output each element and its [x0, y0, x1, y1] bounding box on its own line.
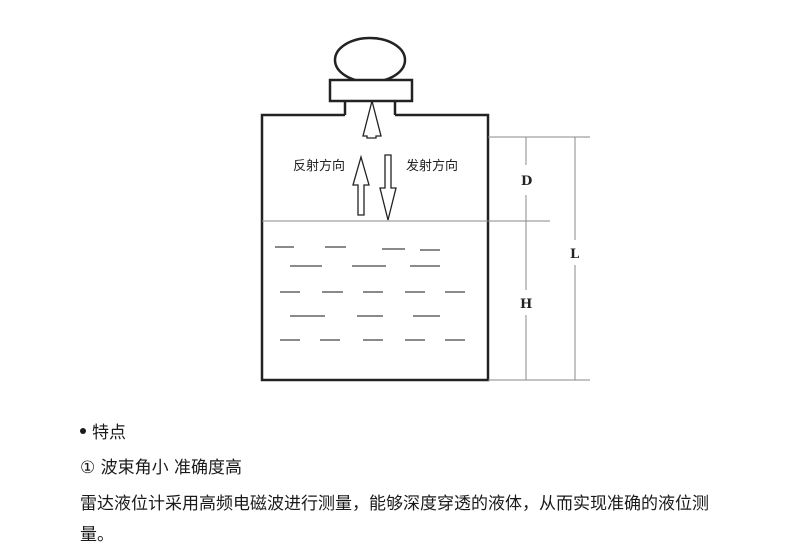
- reflect-direction-label: 反射方向: [293, 158, 345, 174]
- radar-head: [333, 36, 407, 84]
- tank-outline: [260, 113, 490, 382]
- emit-direction-label: 发射方向: [406, 158, 458, 174]
- feature-heading-text: 特点: [92, 423, 126, 443]
- feature-heading: 特点: [80, 421, 770, 445]
- dim-d-label: D: [521, 174, 532, 189]
- feature-item-body: 雷达液位计采用高频电磁波进行测量，能够深度穿透的液体，从而实现准确的液位测量。: [80, 494, 709, 545]
- dim-h-label: H: [520, 297, 532, 312]
- bullet-icon: [80, 428, 86, 434]
- liquid-waves: [275, 246, 465, 341]
- feature-item-title: ① 波束角小 准确度高: [80, 458, 243, 478]
- emit-arrow: [379, 154, 397, 221]
- dim-l-label: L: [570, 247, 579, 262]
- radar-level-gauge-diagram: 反射方向 发射方向 D H L: [260, 36, 590, 382]
- reflect-arrow: [352, 154, 370, 216]
- neck-up-arrow: [362, 100, 382, 139]
- radar-flange: [328, 78, 414, 103]
